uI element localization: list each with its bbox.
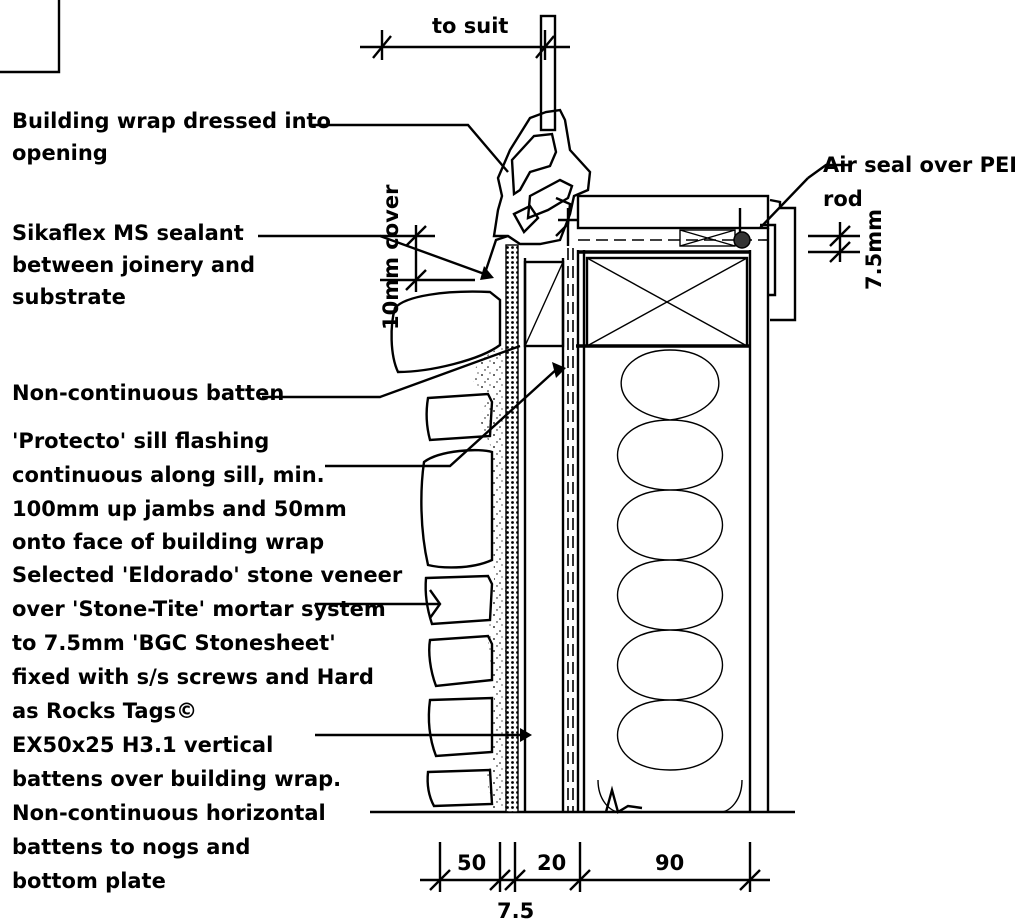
annotation-air-seal: Air seal over PEF rod [823, 153, 1015, 211]
to-suit-label: to suit [432, 14, 508, 38]
stone-veneer-line-1: Selected 'Eldorado' stone veneer [12, 563, 403, 587]
title-block-corner [0, 0, 61, 74]
vertical-battens-line-2: battens over building wrap. [12, 767, 341, 791]
dimension-10mm-cover: 10mm cover [379, 184, 475, 330]
stonesheet-strip [505, 244, 519, 813]
sill-flashing-line-1: 'Protecto' sill flashing [12, 429, 269, 453]
leader-lines [258, 123, 850, 742]
annotation-sikaflex: Sikaflex MS sealant between joinery and … [12, 221, 255, 309]
bottom-dimensions: 50 20 90 7.5 [420, 842, 770, 920]
vertical-battens-line-4: battens to nogs and [12, 835, 250, 859]
sill-flashing-line-4: onto face of building wrap [12, 530, 324, 554]
seal-gap-label: 7.5mm [862, 209, 886, 290]
sikaflex-line-3: substrate [12, 285, 126, 309]
air-seal-line-2: rod [823, 187, 863, 211]
annotation-building-wrap: Building wrap dressed into opening [12, 109, 331, 165]
sill-flashing-line-3: 100mm up jambs and 50mm [12, 497, 347, 521]
air-seal-line-1: Air seal over PEF [823, 153, 1015, 177]
batten-label: Non-continuous batten [12, 381, 284, 405]
stone-veneer-line-2: over 'Stone-Tite' mortar system [12, 597, 386, 621]
dim-50-label: 50 [457, 851, 486, 875]
vertical-battens-line-1: EX50x25 H3.1 vertical [12, 733, 273, 757]
vertical-battens-line-3: Non-continuous horizontal [12, 801, 326, 825]
vertical-battens-line-5: bottom plate [12, 869, 166, 893]
building-wrap-line-1: Building wrap dressed into [12, 109, 331, 133]
sill-flashing-line-2: continuous along sill, min. [12, 463, 325, 487]
timber-framing [576, 227, 770, 812]
cavity-batten [523, 248, 580, 812]
sikaflex-line-1: Sikaflex MS sealant [12, 221, 244, 245]
sikaflex-line-2: between joinery and [12, 253, 255, 277]
mortar-bed [470, 345, 506, 810]
dim-20-label: 20 [537, 851, 566, 875]
dim-7-5-label: 7.5 [497, 899, 534, 920]
dim-90-label: 90 [655, 851, 684, 875]
dimension-7-5mm: 7.5mm [808, 209, 886, 290]
cover-label: 10mm cover [379, 184, 403, 330]
stone-veneer-line-3: to 7.5mm 'BGC Stonesheet' [12, 631, 336, 655]
dimension-to-suit: to suit [360, 14, 570, 60]
aluminium-joinery [484, 14, 592, 271]
annotation-vertical-battens: EX50x25 H3.1 vertical battens over build… [12, 733, 341, 893]
annotation-stone-veneer: Selected 'Eldorado' stone veneer over 'S… [12, 563, 403, 723]
stone-veneer-line-5: as Rocks Tags© [12, 699, 197, 723]
building-wrap-line-2: opening [12, 141, 108, 165]
insulation-break [604, 785, 643, 814]
insulation-batts [597, 349, 743, 813]
annotation-sill-flashing: 'Protecto' sill flashing continuous alon… [12, 429, 347, 554]
stone-veneer-line-4: fixed with s/s screws and Hard [12, 665, 374, 689]
window-sill-board [576, 194, 797, 322]
